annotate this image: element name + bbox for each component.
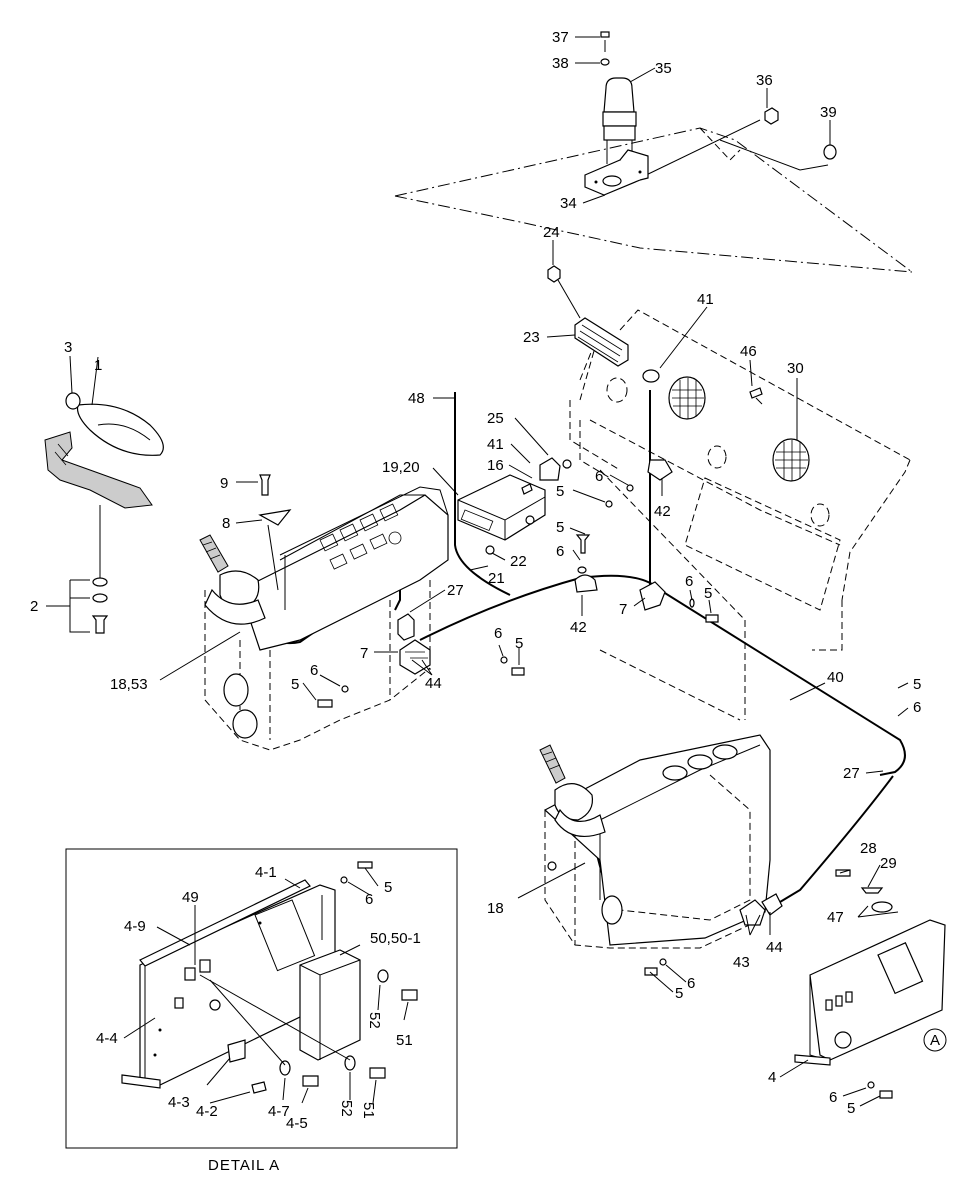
left-control-console xyxy=(199,474,449,751)
label-51a: 51 xyxy=(396,1032,413,1049)
label-4-5: 4-5 xyxy=(286,1115,308,1132)
label-27b: 27 xyxy=(843,765,860,782)
label-7a: 7 xyxy=(619,601,627,618)
label-28: 28 xyxy=(860,840,877,857)
detail-caption: DETAIL A xyxy=(208,1157,280,1174)
label-7b: 7 xyxy=(360,645,368,662)
label-18: 18 xyxy=(487,900,504,917)
label-49: 49 xyxy=(182,889,199,906)
label-2: 2 xyxy=(30,598,38,615)
label-5e: 5 xyxy=(291,676,299,693)
label-4-7: 4-7 xyxy=(268,1103,290,1120)
label-51b: 51 xyxy=(360,1102,377,1119)
label-5b: 5 xyxy=(556,483,564,500)
label-5a: 5 xyxy=(556,519,564,536)
right-control-console xyxy=(539,734,783,976)
label-52b: 52 xyxy=(338,1100,355,1117)
label-4-3: 4-3 xyxy=(168,1094,190,1111)
label-19-20: 19,20 xyxy=(382,459,420,476)
label-6a: 6 xyxy=(595,468,603,485)
label-6d: 6 xyxy=(494,625,502,642)
detail-a-frame xyxy=(65,848,458,1149)
label-6i: 6 xyxy=(829,1089,837,1106)
label-22: 22 xyxy=(510,553,527,570)
label-27a: 27 xyxy=(447,582,464,599)
label-4-4: 4-4 xyxy=(96,1030,118,1047)
label-16: 16 xyxy=(487,457,504,474)
label-6e: 6 xyxy=(310,662,318,679)
label-5i: 5 xyxy=(847,1100,855,1117)
beacon-lamp xyxy=(584,31,837,196)
label-44b: 44 xyxy=(766,939,783,956)
label-41: 41 xyxy=(697,291,714,308)
label-35: 35 xyxy=(655,60,672,77)
relay-bracket xyxy=(794,869,947,1099)
label-37: 37 xyxy=(552,29,569,46)
label-44a: 44 xyxy=(425,675,442,692)
label-36: 36 xyxy=(756,72,773,89)
detail-marker: A xyxy=(930,1032,940,1049)
label-25: 25 xyxy=(487,410,504,427)
label-52a: 52 xyxy=(366,1012,383,1029)
label-4: 4 xyxy=(768,1069,776,1086)
label-4-1: 4-1 xyxy=(255,864,277,881)
leader-lines xyxy=(46,36,909,1107)
label-23: 23 xyxy=(523,329,540,346)
label-4-9: 4-9 xyxy=(124,918,146,935)
label-21: 21 xyxy=(488,570,505,587)
label-42b: 42 xyxy=(570,619,587,636)
label-29: 29 xyxy=(880,855,897,872)
label-6c: 6 xyxy=(685,573,693,590)
roof-assembly xyxy=(394,119,913,273)
part-labels: 37 38 35 36 39 34 24 41 23 46 30 3 1 48 … xyxy=(30,29,921,1132)
label-5d: 5 xyxy=(515,635,523,652)
label-24: 24 xyxy=(543,224,560,241)
label-6h: 6 xyxy=(687,975,695,992)
label-46: 46 xyxy=(740,343,757,360)
label-47: 47 xyxy=(827,909,844,926)
armrest xyxy=(44,392,164,634)
clamps-fasteners xyxy=(317,387,763,708)
label-43: 43 xyxy=(733,954,750,971)
label-8: 8 xyxy=(222,515,230,532)
vent-grille xyxy=(547,265,660,383)
label-30: 30 xyxy=(787,360,804,377)
label-6b: 6 xyxy=(556,543,564,560)
radio-unit xyxy=(457,457,572,571)
label-48: 48 xyxy=(408,390,425,407)
label-5f: 5 xyxy=(913,676,921,693)
label-34: 34 xyxy=(560,195,577,212)
label-5h: 5 xyxy=(675,985,683,1002)
label-3: 3 xyxy=(64,339,72,356)
label-38: 38 xyxy=(552,55,569,72)
label-1: 1 xyxy=(94,357,102,374)
rear-panel xyxy=(569,309,911,721)
label-41b: 41 xyxy=(487,436,504,453)
label-5g: 5 xyxy=(384,879,392,896)
label-42a: 42 xyxy=(654,503,671,520)
label-5c: 5 xyxy=(704,585,712,602)
label-6f: 6 xyxy=(913,699,921,716)
label-39: 39 xyxy=(820,104,837,121)
label-50-50-1: 50,50-1 xyxy=(370,930,421,947)
label-9: 9 xyxy=(220,475,228,492)
label-18-53: 18,53 xyxy=(110,676,148,693)
label-4-2: 4-2 xyxy=(196,1103,218,1120)
label-40: 40 xyxy=(827,669,844,686)
label-6g: 6 xyxy=(365,891,373,908)
